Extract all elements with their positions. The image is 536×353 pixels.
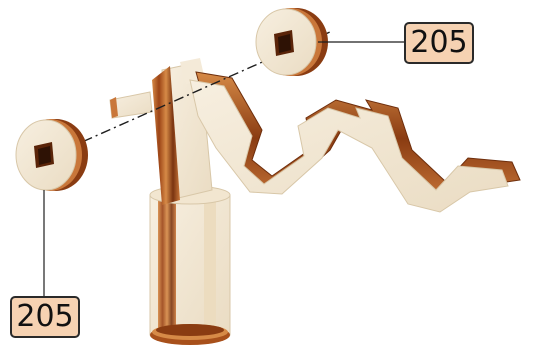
callout-bottom-left: 205 [10,296,80,338]
washer-top-right [256,8,328,76]
washer-bottom-left [16,119,88,191]
arm-wave [190,72,520,212]
base-cylinder [150,186,230,345]
callout-top-right: 205 [404,22,474,64]
